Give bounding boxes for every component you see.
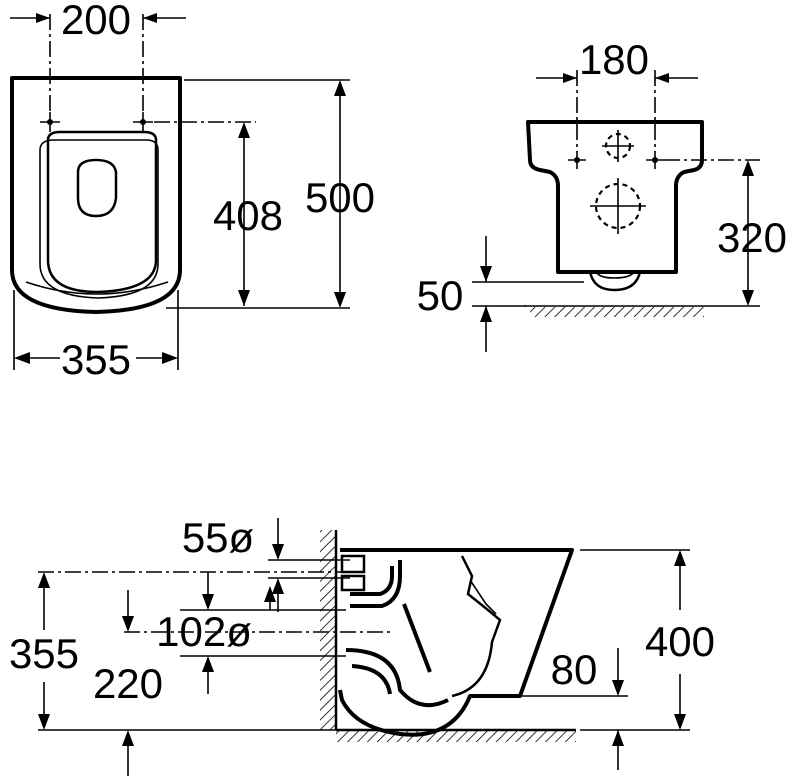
dim-355-side: 355 bbox=[9, 630, 79, 677]
wall-hatch bbox=[320, 530, 336, 730]
dim-500: 500 bbox=[305, 174, 375, 221]
dim-355-top: 355 bbox=[61, 336, 131, 383]
dim-50: 50 bbox=[417, 272, 464, 319]
top-view-seat bbox=[46, 130, 158, 294]
dim-408: 408 bbox=[213, 192, 283, 239]
side-view-outline bbox=[338, 548, 574, 737]
fixing-hole-right-icon bbox=[133, 112, 153, 132]
rear-view: 180 320 50 bbox=[417, 36, 787, 352]
side-view-trap bbox=[350, 560, 402, 608]
dim-400: 400 bbox=[645, 618, 715, 665]
rear-view-outlet bbox=[588, 271, 642, 292]
top-view-rim bbox=[25, 281, 169, 295]
rear-view-outline bbox=[526, 120, 704, 274]
dim-55-diameter: 55ø bbox=[182, 514, 254, 561]
top-view: 200 408 500 355 bbox=[10, 0, 375, 383]
dim-80: 80 bbox=[551, 646, 598, 693]
rear-fixing-hole-right-icon bbox=[646, 151, 664, 169]
side-view: 400 80 55ø 355 102ø bbox=[9, 514, 715, 776]
side-view-bowl bbox=[451, 555, 502, 698]
dim-320: 320 bbox=[717, 214, 787, 261]
top-view-outline bbox=[10, 76, 182, 314]
floor-hatch bbox=[336, 730, 576, 742]
top-view-bowl-opening bbox=[76, 158, 118, 218]
rear-fixing-hole-left-icon bbox=[568, 151, 586, 169]
top-view-seat-inner bbox=[39, 139, 159, 299]
fixing-hole-left-icon bbox=[40, 112, 60, 132]
dim-220: 220 bbox=[93, 660, 163, 707]
dim-180: 180 bbox=[579, 36, 649, 83]
dim-200: 200 bbox=[61, 0, 131, 43]
